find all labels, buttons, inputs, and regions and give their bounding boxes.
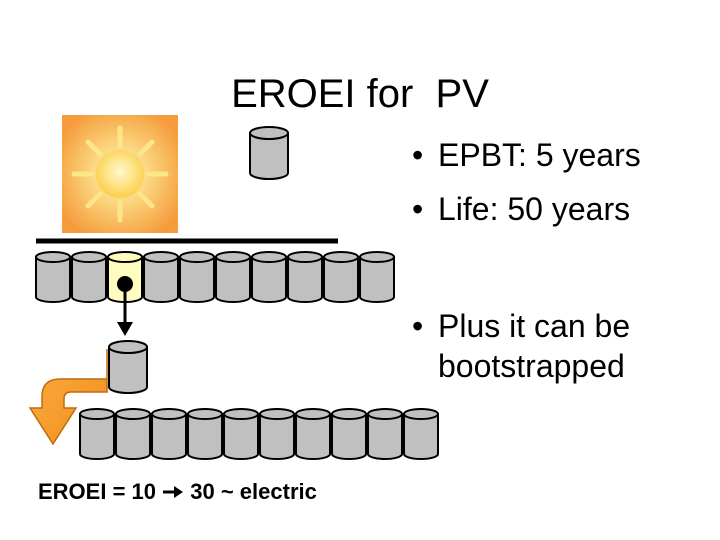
barrel-icon [295,408,331,460]
barrel-row-bottom [79,408,439,460]
slide-title: EROEI for PV [231,72,489,116]
barrel-row-top [35,251,395,303]
barrel-icon [323,251,359,303]
barrel-icon [143,251,179,303]
eroei-label-end: 30 ~ electric [190,479,317,504]
barrel-icon [249,126,289,180]
bullet-bootstrap-line1: Plus it can be [438,308,631,344]
barrel-icon [287,251,323,303]
barrel-icon [331,408,367,460]
barrel-icon [223,408,259,460]
barrel-icon [251,251,287,303]
eroei-label: EROEI = 10 30 ~ electric [38,479,317,505]
barrel-icon [367,408,403,460]
eroei-label-start: EROEI = 10 [38,479,157,504]
barrel-icon [35,251,71,303]
bullet-bootstrap-line2: bootstrapped [438,348,625,384]
bullet-epbt: EPBT: 5 years [412,128,641,182]
bullet-bootstrap: Plus it can be bootstrapped [412,306,630,386]
barrel-icon [187,408,223,460]
barrel-icon [151,408,187,460]
bullet-life: Life: 50 years [412,182,641,236]
sun-icon [62,115,178,233]
down-arrow-icon [117,276,133,336]
barrel-icon [215,251,251,303]
barrel-icon [359,251,395,303]
curved-orange-arrow-icon [28,349,108,446]
right-arrow-icon [163,486,184,498]
bullet-list-top: EPBT: 5 years Life: 50 years [412,128,641,236]
barrel-icon [71,251,107,303]
barrel-icon [179,251,215,303]
barrel-icon [108,340,148,394]
barrel-icon [115,408,151,460]
bullet-list-bootstrap: Plus it can be bootstrapped [412,306,630,386]
barrel-icon [403,408,439,460]
barrel-icon [79,408,115,460]
barrel-icon [259,408,295,460]
